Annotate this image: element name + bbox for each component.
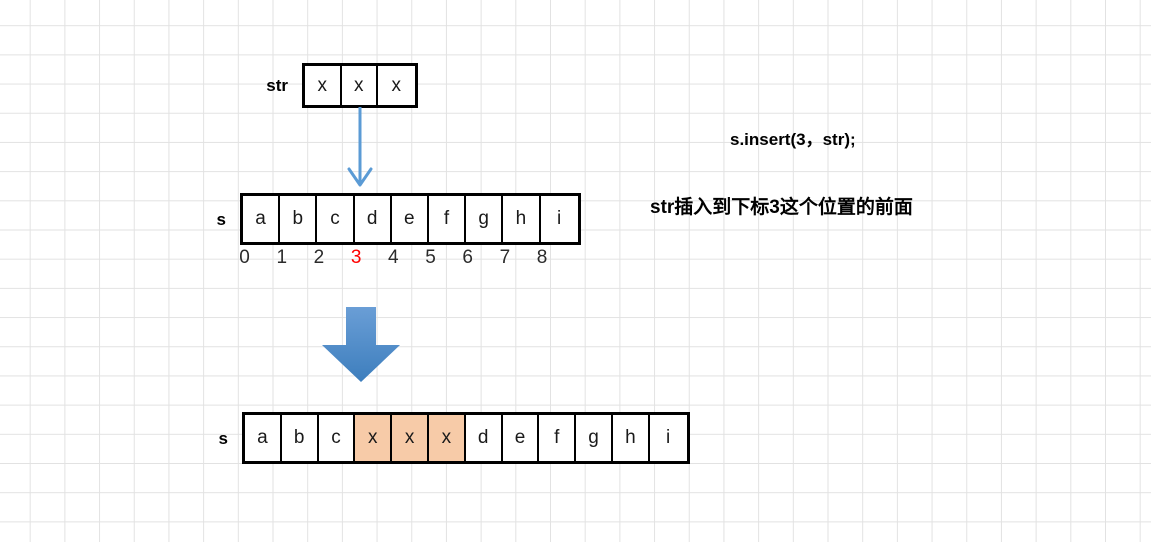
array-cell: g [576, 415, 613, 461]
thin-down-arrow-icon [347, 107, 373, 187]
index-label: 6 [462, 247, 473, 268]
array-cell: i [649, 415, 687, 461]
index-label: 8 [536, 247, 548, 268]
insert-code-annotation: s.insert(3，str); [730, 130, 856, 149]
array-cell: d [465, 415, 503, 461]
target-array-label: s [216, 209, 226, 229]
array-cell: b [280, 196, 318, 242]
array-cell: i [540, 196, 578, 242]
index-label: 0 [239, 247, 250, 268]
array-cell: f [428, 196, 467, 242]
result-array-label: s [218, 428, 228, 448]
array-cell: f [539, 415, 577, 461]
array-cell: x [378, 66, 415, 105]
array-cell: x [428, 415, 466, 461]
array-cell: x [341, 66, 378, 105]
index-label: 3 [350, 247, 362, 268]
index-label: 1 [276, 247, 288, 268]
array-cell: g [466, 196, 504, 242]
source-array-label: str [266, 76, 288, 95]
block-down-arrow-icon [322, 307, 400, 382]
array-cell: a [243, 196, 281, 242]
array-cell: d [354, 196, 392, 242]
index-label: 2 [313, 247, 325, 268]
array-cell: c [317, 196, 355, 242]
index-label: 7 [499, 247, 511, 268]
array-cell: e [502, 415, 540, 461]
array-cell: b [281, 415, 319, 461]
array-cell: x [355, 415, 393, 461]
index-label: 4 [388, 247, 399, 268]
array-cell: h [612, 415, 650, 461]
array-cell: h [503, 196, 541, 242]
array-cell: x [392, 415, 429, 461]
array-cell: x [305, 66, 342, 105]
index-label: 5 [425, 247, 436, 268]
array-cell: e [391, 196, 429, 242]
insert-description-annotation: str插入到下标3这个位置的前面 [650, 197, 913, 218]
array-cell: c [318, 415, 356, 461]
array-cell: a [245, 415, 282, 461]
index-row: 0 1 2 3 4 5 6 7 8 [226, 247, 561, 269]
